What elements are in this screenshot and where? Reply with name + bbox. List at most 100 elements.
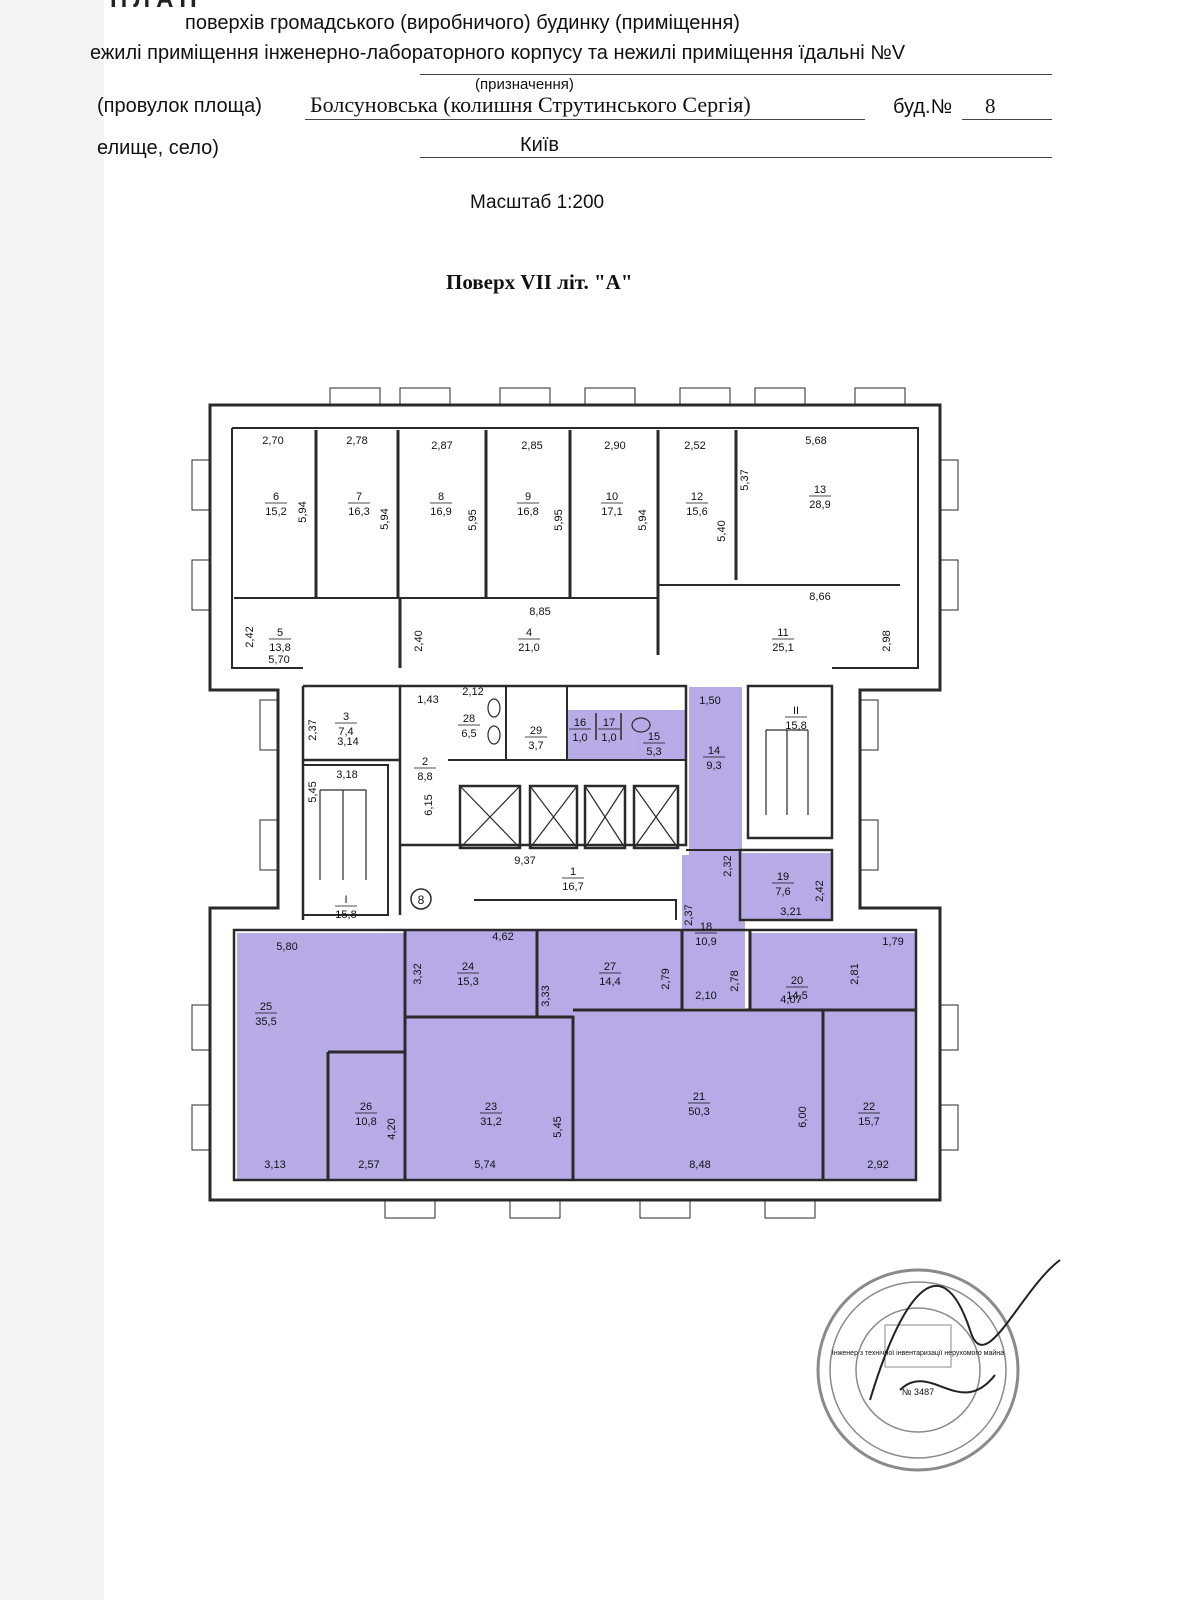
room-number: 1 — [570, 866, 576, 878]
window-w4 — [259, 819, 279, 871]
room-area: 15,7 — [858, 1116, 879, 1128]
room-label-6: 615,2 — [265, 491, 287, 518]
dim-horizontal: 2,78 — [346, 435, 367, 447]
room-label-7: 716,3 — [348, 491, 370, 518]
room-number: 16 — [574, 717, 586, 729]
room-area: 15,2 — [265, 506, 286, 518]
room-label-9: 916,8 — [517, 491, 539, 518]
room-label-I: I15,8 — [335, 894, 357, 921]
stamp-reg: № 3487 — [902, 1387, 934, 1397]
dim-vertical: 2,79 — [660, 968, 672, 989]
window-s2 — [509, 1199, 561, 1219]
dim-horizontal: 8,85 — [529, 606, 550, 618]
dim-vertical: 5,94 — [637, 509, 649, 530]
room-label-3: 37,4 — [335, 711, 357, 738]
floor-title: Поверх VII літ. "А" — [446, 270, 633, 294]
room-number: 15 — [648, 731, 660, 743]
room-number: 10 — [606, 491, 618, 503]
dim-vertical: 6,15 — [423, 794, 435, 815]
dim-horizontal: 2,85 — [521, 440, 542, 452]
room-area: 21,0 — [518, 642, 539, 654]
dim-horizontal: 5,68 — [805, 435, 826, 447]
room-area: 14,5 — [786, 990, 807, 1002]
dim-vertical: 2,37 — [683, 904, 695, 925]
window-bays — [191, 387, 959, 1219]
dim-vertical: 5,45 — [552, 1116, 564, 1137]
room-area: 28,9 — [809, 499, 830, 511]
dim-vertical: 2,42 — [814, 880, 826, 901]
room-area: 6,5 — [461, 728, 476, 740]
room-area: 13,8 — [269, 642, 290, 654]
scale-label: Масштаб 1:200 — [470, 192, 605, 213]
shade-room-23 — [405, 1017, 573, 1180]
room-label-19: 197,6 — [772, 871, 794, 898]
washbasin-3 — [631, 717, 651, 733]
room-number: 17 — [603, 717, 615, 729]
dim-horizontal: 2,92 — [867, 1159, 888, 1171]
room-number: 24 — [462, 961, 474, 973]
dim-vertical: 2,78 — [729, 970, 741, 991]
dim-horizontal: 3,18 — [336, 769, 357, 781]
street-label: (провулок площа) — [97, 95, 262, 117]
room-label-20: 20 14,5 — [786, 975, 808, 1002]
dim-horizontal: 9,37 — [514, 855, 535, 867]
room-number: 5 — [277, 627, 283, 639]
room-area: 1,0 — [601, 732, 616, 744]
building-label: буд.№ — [893, 96, 953, 118]
dim-vertical: 2,98 — [881, 630, 893, 651]
room-label-8: 816,9 — [430, 491, 452, 518]
window-e3 — [859, 699, 879, 751]
dim-horizontal: 5,74 — [474, 1159, 495, 1171]
shade-room-20 — [750, 933, 916, 1011]
room-number: 11 — [777, 627, 788, 639]
room-area: 15,8 — [785, 720, 806, 732]
window-1 — [329, 387, 381, 406]
room-number: 22 — [863, 1101, 875, 1113]
dim-horizontal: 2,12 — [462, 686, 483, 698]
room-number: 27 — [604, 961, 616, 973]
room-number: 12 — [691, 491, 703, 503]
room-number: 7 — [356, 491, 362, 503]
dim-vertical: 5,45 — [307, 781, 319, 802]
scan-edge — [0, 0, 104, 1600]
room-number: 14 — [708, 745, 720, 757]
underline-city — [420, 157, 1052, 158]
dim-horizontal: 5,80 — [276, 941, 297, 953]
room-labels: 615,2716,3816,9916,81017,11215,61328,951… — [255, 484, 880, 1128]
window-w5 — [191, 1004, 211, 1051]
window-s4 — [764, 1199, 816, 1219]
stair-number: 8 — [418, 893, 425, 907]
room-number: 28 — [463, 713, 475, 725]
dim-vertical: 2,32 — [722, 855, 734, 876]
window-w3 — [259, 699, 279, 751]
header-line-1: поверхів громадського (виробничого) буди… — [185, 12, 740, 34]
room-number: 25 — [260, 1001, 272, 1013]
window-6 — [754, 387, 806, 406]
room-number: 20 — [791, 975, 803, 987]
window-e4 — [859, 819, 879, 871]
stamp-center: Інженер з технічної інвентаризації нерух… — [832, 1349, 1004, 1357]
room-area: 17,1 — [601, 506, 622, 518]
dim-horizontal: 8,48 — [689, 1159, 710, 1171]
room-area: 7,6 — [775, 886, 790, 898]
highlighted-premises — [237, 687, 916, 1180]
room-label-1: 116,7 — [562, 866, 584, 893]
dim-vertical: 5,95 — [467, 509, 479, 530]
room-area: 5,3 — [646, 746, 661, 758]
dim-vertical: 5,94 — [379, 508, 391, 529]
room-number: 6 — [273, 491, 279, 503]
room-area: 15,3 — [457, 976, 478, 988]
shade-room-18 — [682, 855, 745, 1008]
walls — [208, 403, 942, 1202]
room-number: 21 — [693, 1091, 705, 1103]
dim-horizontal: 1,79 — [882, 936, 903, 948]
room-area: 16,9 — [430, 506, 451, 518]
room-label-14: 149,3 — [703, 745, 725, 772]
window-7 — [854, 387, 906, 406]
room-number: 8 — [438, 491, 444, 503]
room-label-24: 24 15,3 — [457, 961, 479, 988]
